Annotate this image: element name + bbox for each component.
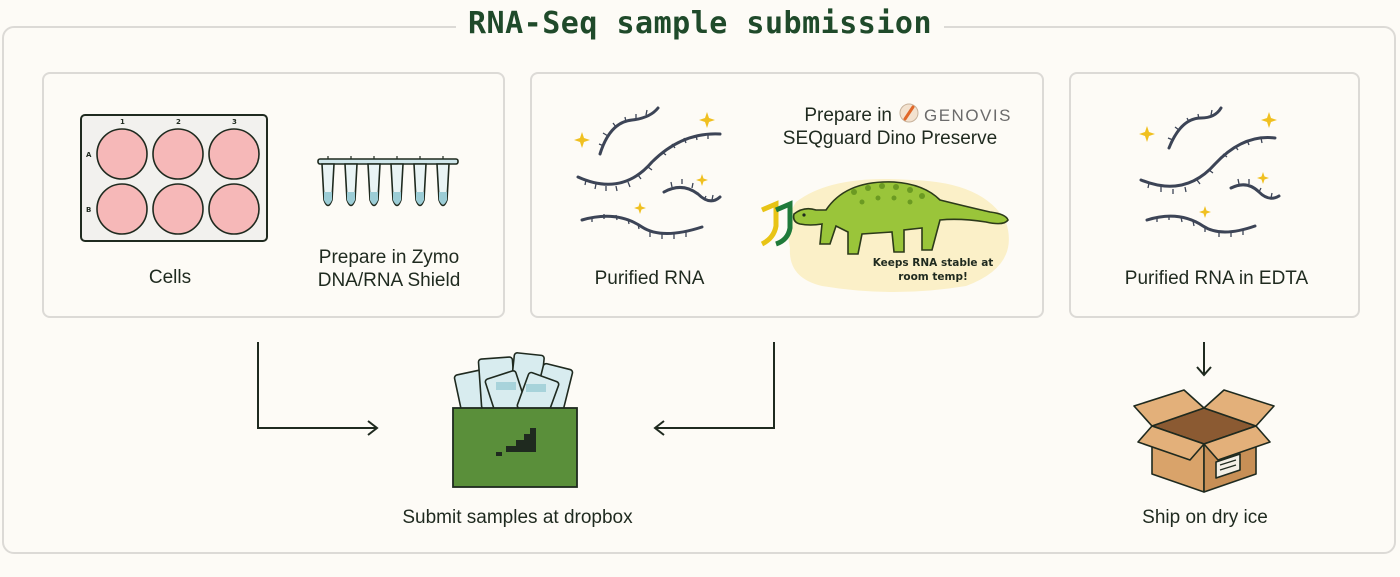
shipping-box-icon: [1133, 389, 1275, 493]
tube-strip-icon: [317, 156, 459, 207]
zymo-line1: Prepare in Zymo: [318, 247, 460, 268]
arrow-cells-to-dropbox: [257, 342, 379, 436]
plate-col-2: 2: [176, 118, 181, 126]
genovis-line2: SEQguard Dino Preserve: [782, 128, 998, 149]
zymo-line2: DNA/RNA Shield: [317, 270, 461, 291]
plate-row-a: A: [86, 151, 92, 159]
card-purified-rna: Purified RNA Prepare in GENOVIS SEQguard…: [530, 72, 1044, 318]
genovis-logo-icon: [899, 103, 919, 123]
dropbox-bin-icon: [452, 352, 578, 488]
ship-label: Ship on dry ice: [1142, 507, 1268, 528]
rna-strands-icon: [574, 106, 722, 239]
edta-label: Purified RNA in EDTA: [1124, 268, 1309, 289]
well-plate-icon: 1 2 3 A B: [80, 114, 268, 242]
dino-illustration: [760, 178, 1009, 292]
card-cells: 1 2 3 A B Cells Prepa: [42, 72, 505, 318]
dino-callout-line1: Keeps RNA stable at: [872, 257, 994, 269]
dino-callout-line2: room temp!: [898, 271, 968, 283]
dropbox-label: Submit samples at dropbox: [402, 507, 633, 528]
plate-row-b: B: [86, 206, 91, 214]
arrow-rna-to-dropbox: [653, 342, 775, 436]
rna-strands-edta-icon: [1139, 106, 1281, 237]
arrow-edta-to-box: [1196, 342, 1212, 377]
genovis-prefix: Prepare in: [804, 105, 892, 126]
plate-col-1: 1: [120, 118, 125, 126]
card-edta: Purified RNA in EDTA: [1069, 72, 1360, 318]
cells-label: Cells: [148, 267, 192, 288]
purified-rna-label: Purified RNA: [594, 268, 705, 289]
genovis-brand: GENOVIS: [924, 106, 1012, 125]
plate-col-3: 3: [232, 118, 237, 126]
